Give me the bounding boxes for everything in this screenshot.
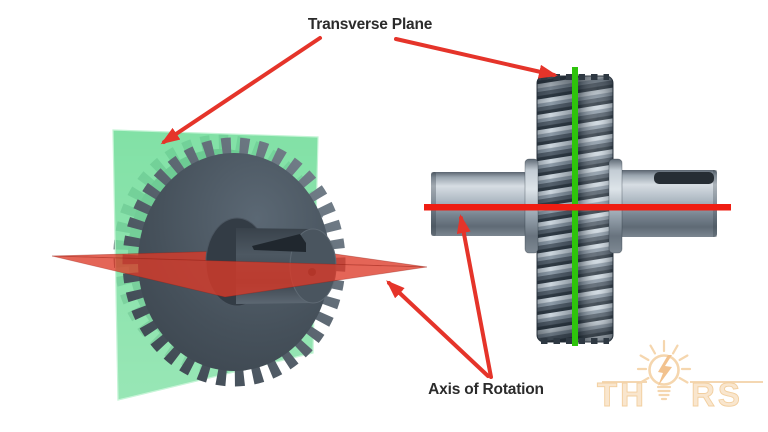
axis-of-rotation-label: Axis of Rotation	[428, 381, 544, 398]
shaft-right-end-edge	[713, 170, 717, 237]
annotation-arrows	[160, 36, 558, 379]
transverse-plane-label: Transverse Plane	[307, 16, 433, 33]
arrow-axis-to-plane	[386, 280, 490, 378]
left-gear-3d-figure	[51, 129, 428, 401]
axis-of-rotation-line	[424, 204, 731, 211]
arrow-transverse-to-plane	[160, 36, 322, 145]
arrow-transverse-to-line	[394, 37, 558, 79]
shaft-right-segment	[618, 170, 717, 237]
shaft-keyway	[252, 234, 306, 252]
gear-side-view-figure	[424, 67, 731, 346]
axis-plane-red-front	[51, 255, 428, 298]
arrow-axis-to-shaft	[456, 214, 493, 379]
shaft-keyway-slot	[654, 172, 714, 184]
